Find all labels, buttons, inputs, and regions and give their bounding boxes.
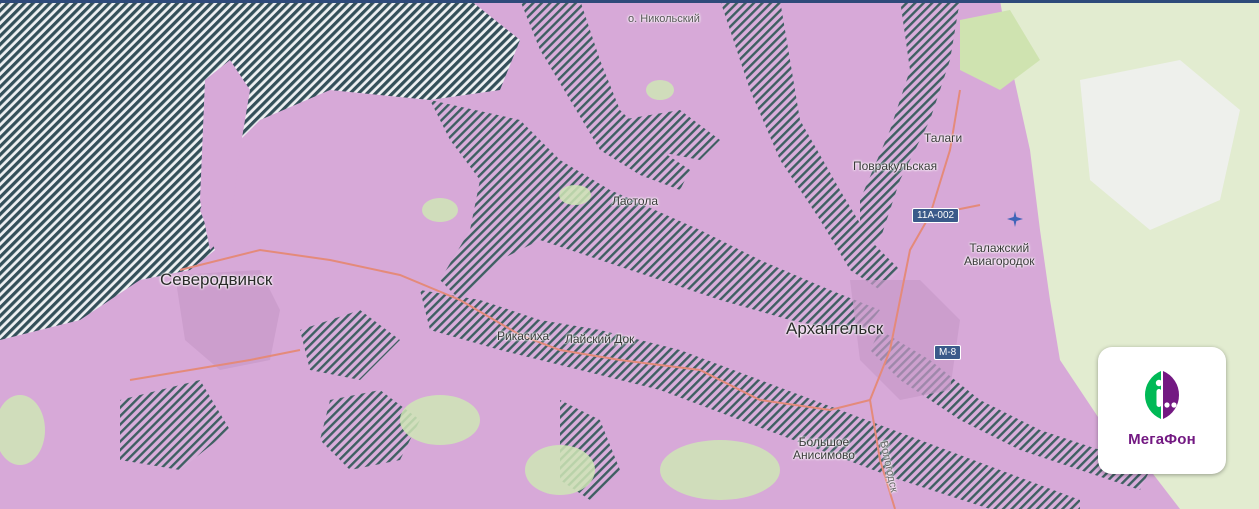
forest-patches xyxy=(0,80,780,500)
label-talazhsky: Талажский Авиагородок xyxy=(964,242,1035,267)
label-talazhsky-line1: Талажский xyxy=(969,241,1030,255)
label-arkhangelsk: Архангельск xyxy=(786,319,884,338)
arkhangelsk-area xyxy=(850,280,960,400)
coast-spit xyxy=(200,60,250,250)
megafon-logo-icon xyxy=(1145,371,1184,419)
label-talagi: Талаги xyxy=(924,131,963,145)
label-povrakulskaya: Повракульская xyxy=(853,159,938,173)
uncovered-land-2 xyxy=(1080,60,1240,230)
label-rikasikha: Рикасиха xyxy=(497,329,550,343)
megafon-logo-text: МегаФон xyxy=(1128,431,1196,448)
airplane-icon xyxy=(1006,210,1024,228)
top-bar xyxy=(0,0,1259,3)
forest-patch xyxy=(960,10,1040,90)
road-shield-m8: М-8 xyxy=(934,345,962,360)
label-lastola: Ластола xyxy=(612,194,658,208)
label-bolshoe-anisimovo: Большое Анисимово xyxy=(793,436,855,461)
megafon-logo: МегаФон xyxy=(1098,347,1226,474)
label-severodvinsk: Северодвинск xyxy=(160,270,273,289)
label-bolshoe-line1: Большое xyxy=(798,435,850,449)
white-sea xyxy=(0,0,520,340)
label-laysky-dok: Лайский Док xyxy=(565,332,635,346)
label-nikolsky: о. Никольский xyxy=(628,13,700,25)
road-shield-a002: 11А-002 xyxy=(912,208,960,223)
label-talazhsky-line2: Авиагородок xyxy=(964,253,1035,268)
severodvinsk-area xyxy=(175,270,280,370)
label-bolshoe-line2: Анисимово xyxy=(793,447,855,462)
roads xyxy=(129,89,981,509)
